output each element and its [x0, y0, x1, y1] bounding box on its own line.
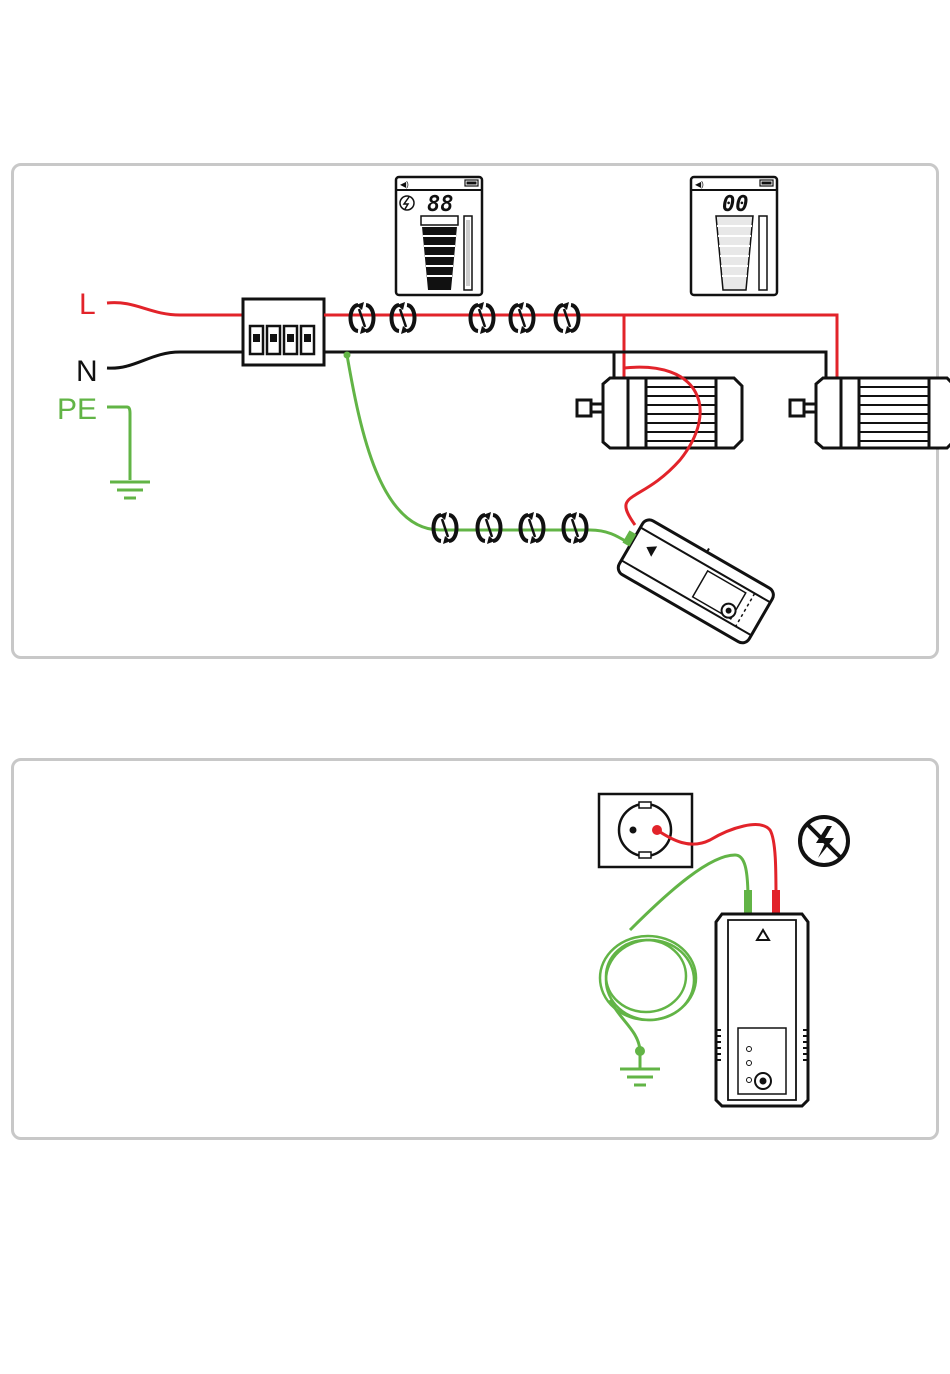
ground-symbol-icon: [110, 482, 150, 498]
lightning-icon: [400, 196, 414, 210]
receiver-display-left: ◀) 88: [396, 177, 482, 295]
clamp-marker-icon: [478, 512, 501, 544]
speaker-icon: ◀): [400, 180, 409, 189]
clamp-marker-icon: [351, 302, 374, 334]
neutral-incoming-wire: [107, 352, 243, 368]
clamp-marker-icon: [392, 302, 415, 334]
live-bus-wire: [324, 315, 837, 380]
clamp-marker-icon: [434, 512, 457, 544]
transmitter-device-upright: [716, 890, 808, 1106]
live-incoming-wire: [107, 303, 243, 315]
neutral-label: N: [76, 355, 98, 388]
earth-wire: [107, 407, 130, 480]
ground-symbol-icon: [620, 1069, 660, 1085]
circuit-breaker: [243, 299, 324, 365]
clamp-marker-icon: [564, 512, 587, 544]
motor-right: [790, 378, 950, 448]
transmitter-device: [608, 510, 778, 646]
clamp-marker-icon: [521, 512, 544, 544]
no-voltage-icon: [800, 817, 848, 865]
speaker-icon: ◀): [695, 180, 704, 189]
receiver-display-right: ◀) 00: [691, 177, 777, 295]
right-display-reading: 00: [722, 192, 749, 217]
neutral-bus-wire: [324, 352, 826, 380]
clamp-marker-icon: [511, 302, 534, 334]
clamp-marker-icon: [471, 302, 494, 334]
left-display-reading: 88: [427, 192, 454, 217]
live-label: L: [79, 288, 96, 321]
clamp-marker-icon: [556, 302, 579, 334]
earth-label: PE: [57, 393, 97, 426]
wall-socket: [599, 794, 692, 867]
motor-left: [577, 378, 742, 448]
